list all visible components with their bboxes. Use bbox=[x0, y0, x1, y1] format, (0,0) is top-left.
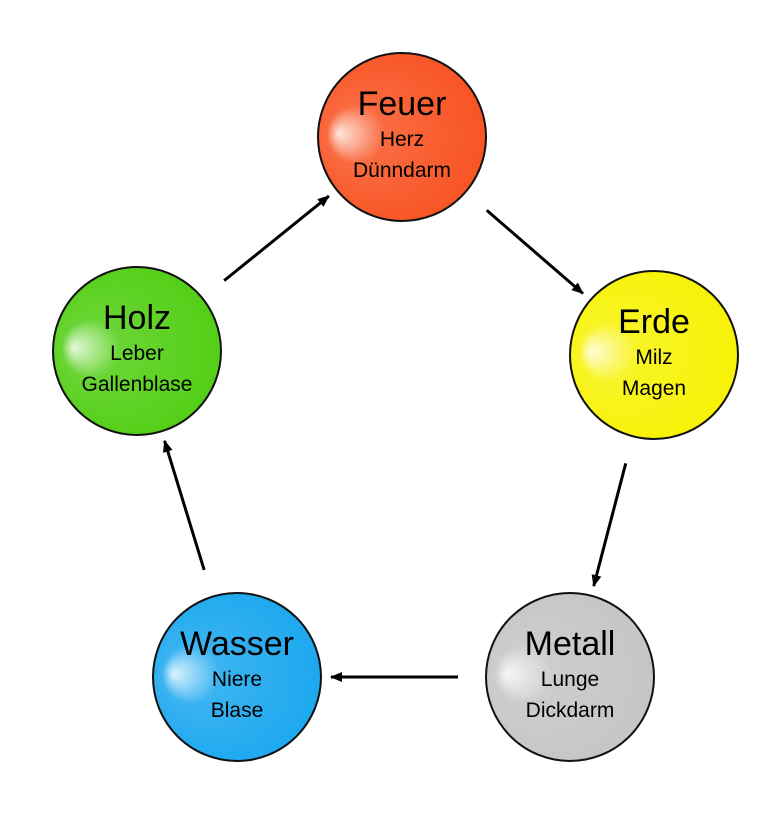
element-organ-wasser-2: Blase bbox=[211, 699, 264, 722]
element-organ-metall-1: Lunge bbox=[541, 668, 599, 691]
element-circle-feuer bbox=[317, 52, 487, 222]
element-circle-holz bbox=[52, 266, 222, 436]
arrow-wasser-to-holz bbox=[163, 439, 206, 571]
element-organ-holz-2: Gallenblase bbox=[82, 373, 193, 396]
arrow-feuer-to-erde bbox=[485, 209, 584, 295]
cycle-arrows bbox=[163, 194, 628, 682]
element-name-wasser: Wasser bbox=[180, 625, 294, 663]
element-organ-metall-2: Dickdarm bbox=[526, 699, 615, 722]
element-circle-wasser bbox=[152, 592, 322, 762]
element-nodes: FeuerHerzDünndarmErdeMilzMagenMetallLung… bbox=[52, 52, 739, 762]
element-circle-erde bbox=[569, 270, 739, 440]
element-organ-feuer-1: Herz bbox=[380, 128, 424, 151]
element-name-erde: Erde bbox=[618, 303, 690, 341]
element-name-holz: Holz bbox=[103, 299, 171, 337]
element-organ-holz-1: Leber bbox=[110, 342, 164, 365]
element-organ-wasser-1: Niere bbox=[212, 668, 262, 691]
element-name-feuer: Feuer bbox=[358, 85, 447, 123]
element-organ-erde-2: Magen bbox=[622, 377, 686, 400]
arrow-erde-to-metall bbox=[591, 462, 628, 588]
element-organ-feuer-2: Dünndarm bbox=[353, 159, 451, 182]
element-circle-metall bbox=[485, 592, 655, 762]
arrow-holz-to-feuer bbox=[223, 194, 330, 282]
element-name-metall: Metall bbox=[525, 625, 616, 663]
element-organ-erde-1: Milz bbox=[635, 346, 672, 369]
